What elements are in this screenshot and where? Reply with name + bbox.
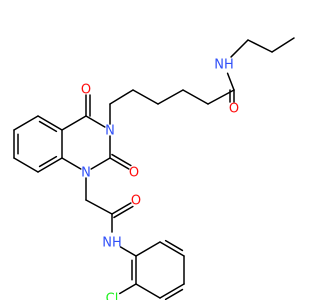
- bond: [247, 39, 273, 53]
- bond: [37, 157, 63, 173]
- bond: [90, 157, 111, 170]
- bond: [85, 115, 106, 128]
- bond: [164, 239, 184, 252]
- bond: [226, 72, 235, 91]
- bond: [135, 283, 161, 299]
- bond: [230, 39, 249, 58]
- amide-oxygen-label: O: [131, 194, 141, 209]
- bond: [182, 89, 209, 105]
- bond: [159, 283, 185, 299]
- bond: [61, 115, 87, 131]
- bond: [37, 115, 63, 131]
- bond: [119, 246, 137, 257]
- bond: [159, 241, 185, 257]
- bond: [207, 89, 235, 105]
- chlorine-label: Cl: [106, 292, 119, 300]
- bond: [132, 89, 159, 105]
- bond: [135, 241, 161, 257]
- bond: [111, 153, 132, 167]
- bond: [38, 155, 58, 168]
- ring-nitrogen-3-label: N: [105, 124, 115, 139]
- bond: [13, 157, 39, 173]
- amide-nh-label: NH: [102, 236, 122, 251]
- bond-group: [13, 37, 295, 300]
- bond: [164, 288, 184, 300]
- bond: [38, 120, 58, 133]
- bond: [157, 89, 184, 105]
- ring-oxygen-2-label: O: [129, 166, 139, 181]
- bond: [119, 283, 137, 295]
- bond: [85, 199, 113, 215]
- bond: [111, 202, 132, 215]
- ring-oxygen-4-label: O: [81, 83, 91, 98]
- bond: [109, 89, 134, 105]
- bond: [271, 37, 295, 53]
- bond: [113, 205, 134, 219]
- bond: [13, 115, 39, 131]
- carbonyl-oxygen-label: O: [229, 102, 239, 117]
- ring-nitrogen-1-label: N: [81, 166, 91, 181]
- bond: [61, 157, 82, 170]
- amine-nh-label: NH: [214, 58, 234, 73]
- bond: [109, 157, 130, 170]
